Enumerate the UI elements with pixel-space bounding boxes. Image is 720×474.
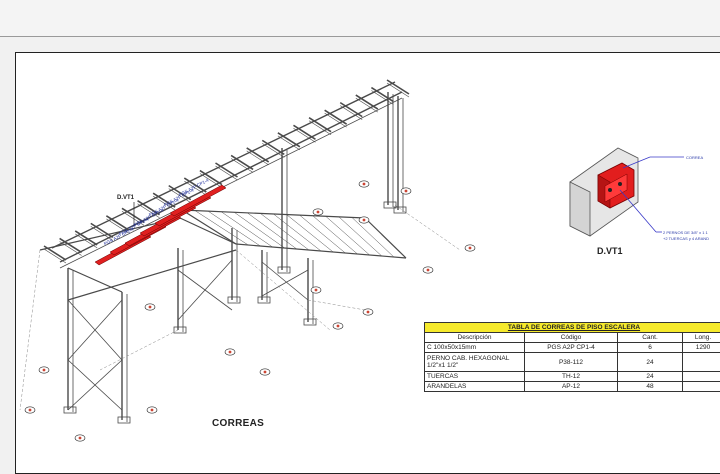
cell: P38-112	[525, 353, 618, 372]
cell: 6	[618, 343, 683, 353]
callout-correa: CORREA	[686, 155, 703, 160]
cell	[683, 382, 720, 392]
purlin-table: TABLA DE CORREAS DE PISO ESCALERA Descri…	[424, 322, 720, 392]
col-codigo: Código	[525, 333, 618, 343]
callout-pernos-line1: 2 PERNOS DE 3/8" x 1 1	[663, 230, 708, 235]
cell: C 100x50x15mm	[425, 343, 525, 353]
cell: ARANDELAS	[425, 382, 525, 392]
grid-bubbles	[25, 181, 475, 441]
detail-reference-label: D.VT1	[117, 195, 134, 201]
cell: AP-12	[525, 382, 618, 392]
cell: PERNO CAB. HEXAGONAL 1/2"x1 1/2"	[425, 353, 525, 372]
table-title: TABLA DE CORREAS DE PISO ESCALERA	[425, 323, 720, 333]
steel-structure	[20, 80, 460, 423]
cell: 24	[618, 353, 683, 372]
cell: 1290	[683, 343, 720, 353]
cell: TUERCAS	[425, 372, 525, 382]
cell: PGS A2P CP1-4	[525, 343, 618, 353]
table-row: PERNO CAB. HEXAGONAL 1/2"x1 1/2" P38-112…	[425, 353, 720, 372]
cell	[683, 353, 720, 372]
cell: 24	[618, 372, 683, 382]
table-row: TUERCAS TH-12 24	[425, 372, 720, 382]
table-row: ARANDELAS AP-12 48	[425, 382, 720, 392]
table-row: C 100x50x15mm PGS A2P CP1-4 6 1290	[425, 343, 720, 353]
cell: TH-12	[525, 372, 618, 382]
view-title: CORREAS	[212, 418, 264, 429]
callout-pernos-line2: +2 TUERCAS y 4 ARAND	[663, 236, 709, 241]
detail-title: D.VT1	[597, 246, 623, 256]
col-descripcion: Descripción	[425, 333, 525, 343]
col-cant: Cant.	[618, 333, 683, 343]
cell: 48	[618, 382, 683, 392]
col-long: Long.	[683, 333, 720, 343]
connection-detail	[570, 148, 684, 236]
cell	[683, 372, 720, 382]
table-header-row: Descripción Código Cant. Long.	[425, 333, 720, 343]
